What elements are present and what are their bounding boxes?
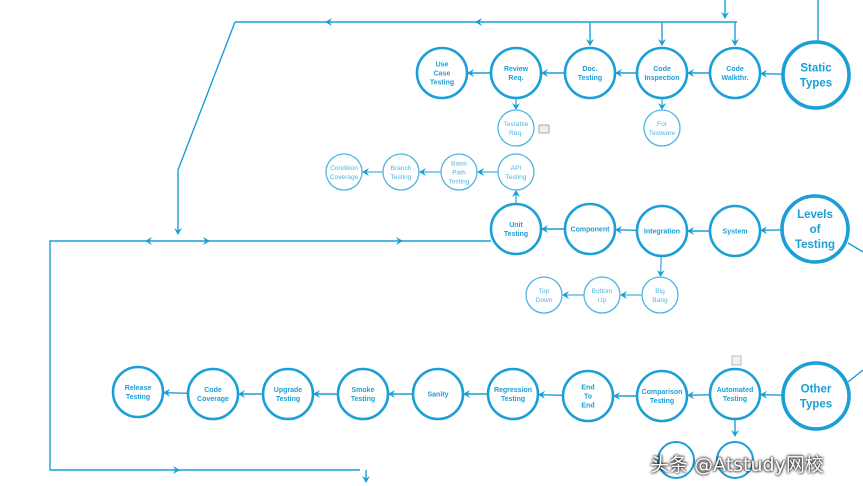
node-label: Doc.Testing — [578, 66, 602, 82]
connector — [49, 240, 491, 471]
node-label: Component — [571, 226, 611, 233]
connector — [174, 21, 236, 235]
connector — [759, 69, 784, 78]
connector — [686, 391, 711, 400]
node-label: Sanity — [427, 391, 448, 398]
node-partial — [657, 441, 695, 479]
image-placeholder-icon — [731, 355, 742, 366]
connector — [162, 388, 189, 397]
node-doc-testing: Doc.Testing — [563, 46, 617, 100]
image-placeholder-icon — [538, 124, 550, 134]
connector — [537, 390, 564, 399]
node-sanity: Sanity — [411, 367, 465, 421]
node-label: System — [723, 228, 748, 235]
node-partial — [716, 441, 754, 479]
connector — [847, 369, 863, 383]
connector — [656, 255, 665, 278]
node-system: System — [708, 204, 762, 258]
connector — [759, 226, 783, 235]
connector — [847, 242, 863, 253]
connector — [614, 225, 638, 234]
node-integration: Integration — [635, 204, 689, 258]
connector — [759, 390, 784, 399]
watermark-text: 头条 @Atstudy网校 — [650, 454, 824, 476]
node-label: Integration — [644, 228, 680, 235]
node-component: Component — [563, 202, 617, 256]
